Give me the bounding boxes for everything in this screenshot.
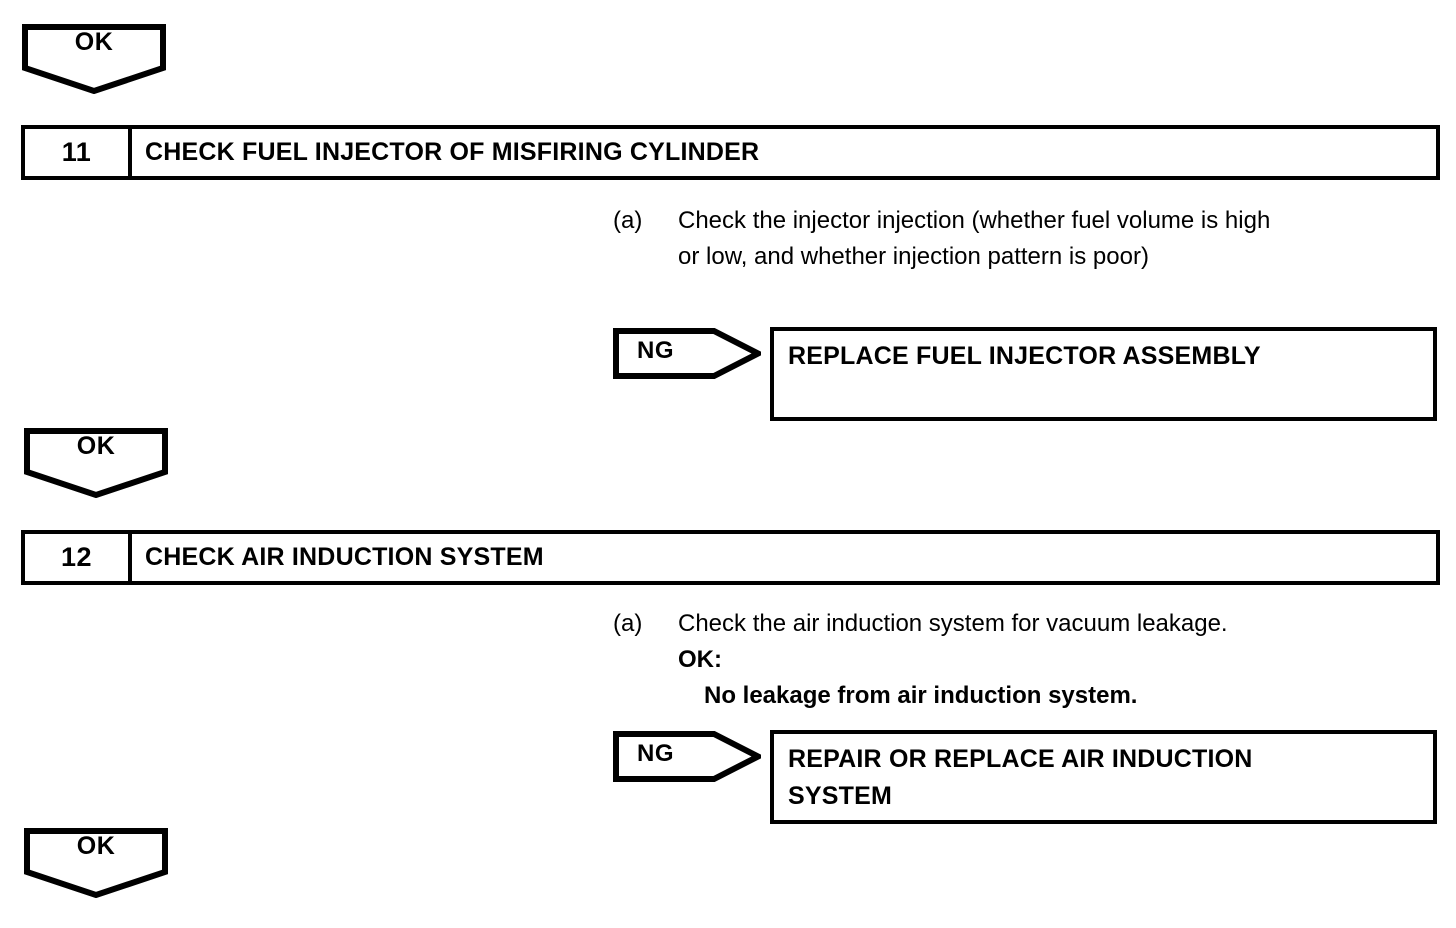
procedure-ok-value-12a: No leakage from air induction system. (704, 682, 1138, 709)
step-title-11: CHECK FUEL INJECTOR OF MISFIRING CYLINDE… (145, 138, 760, 166)
ng-pentagon-shape-12 (613, 731, 761, 782)
procedure-text-12a: Check the air induction system for vacuu… (678, 610, 1228, 637)
step-number-11: 11 (25, 129, 132, 176)
ng-flag-label-12: NG (637, 740, 674, 767)
ok-flag-label-2: OK (76, 432, 116, 460)
ok-connector-flag-3: OK (24, 828, 168, 898)
step-number-12: 12 (25, 534, 132, 581)
ok-connector-flag-1: OK (22, 24, 166, 94)
procedure-marker-12a: (a) (613, 610, 643, 637)
result-box-12: REPAIR OR REPLACE AIR INDUCTION SYSTEM (770, 730, 1437, 824)
ng-connector-flag-12: NG (613, 731, 761, 782)
procedure-marker-11a: (a) (613, 207, 643, 234)
ok-pentagon-shape-2 (24, 428, 168, 498)
ok-pentagon-shape-1 (22, 24, 166, 94)
result-box-11: REPLACE FUEL INJECTOR ASSEMBLY (770, 327, 1437, 421)
procedure-text-group-12a: Check the air induction system for vacuu… (678, 606, 1228, 714)
procedure-block-12: (a) Check the air induction system for v… (613, 606, 1228, 714)
procedure-ok-label-12a: OK: (678, 646, 722, 673)
step-title-12: CHECK AIR INDUCTION SYSTEM (145, 543, 544, 571)
ok-connector-flag-2: OK (24, 428, 168, 498)
result-text-11: REPLACE FUEL INJECTOR ASSEMBLY (788, 342, 1261, 370)
procedure-text-11a: Check the injector injection (whether fu… (678, 207, 1271, 270)
ok-flag-label-3: OK (76, 832, 116, 860)
procedure-block-11: (a) Check the injector injection (whethe… (613, 203, 1270, 275)
result-text-12: REPAIR OR REPLACE AIR INDUCTION SYSTEM (788, 745, 1253, 810)
ng-pentagon-shape-11 (613, 328, 761, 379)
ng-flag-label-11: NG (637, 337, 674, 364)
step-bar-12: 12 CHECK AIR INDUCTION SYSTEM (21, 530, 1440, 585)
step-bar-11: 11 CHECK FUEL INJECTOR OF MISFIRING CYLI… (21, 125, 1440, 180)
ok-flag-label-1: OK (74, 28, 114, 56)
ok-pentagon-shape-3 (24, 828, 168, 898)
ng-connector-flag-11: NG (613, 328, 761, 379)
